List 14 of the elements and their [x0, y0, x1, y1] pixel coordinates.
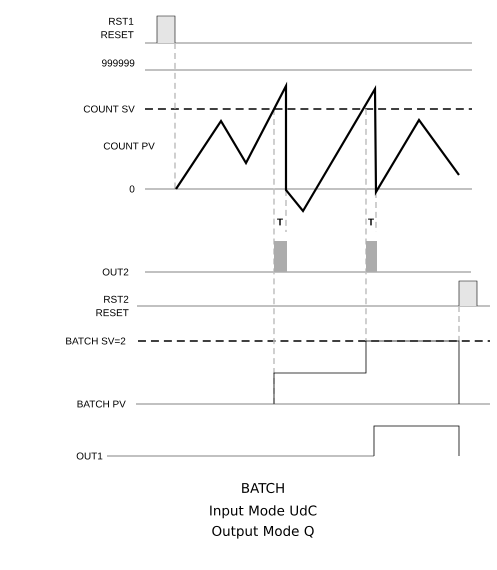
signal-label: RST1 RESET [101, 18, 134, 38]
signal-label: BATCH SV=2 [66, 337, 126, 345]
signal-label: 999999 [102, 59, 134, 67]
signal-label: 0 [130, 185, 134, 193]
time-label: T [277, 218, 283, 226]
signal-label: OUT1 [76, 452, 102, 460]
caption: Input Mode UdC Output Mode Q [210, 505, 316, 539]
signal-label: RST2 RESET [96, 296, 129, 316]
signal-label: COUNT PV [104, 142, 155, 150]
signal-label: COUNT SV [84, 105, 135, 113]
time-label: T [368, 218, 374, 226]
signal-label: OUT2 [102, 268, 128, 276]
signal-label: BATCH PV [78, 400, 126, 408]
title: BATCH [242, 482, 284, 494]
